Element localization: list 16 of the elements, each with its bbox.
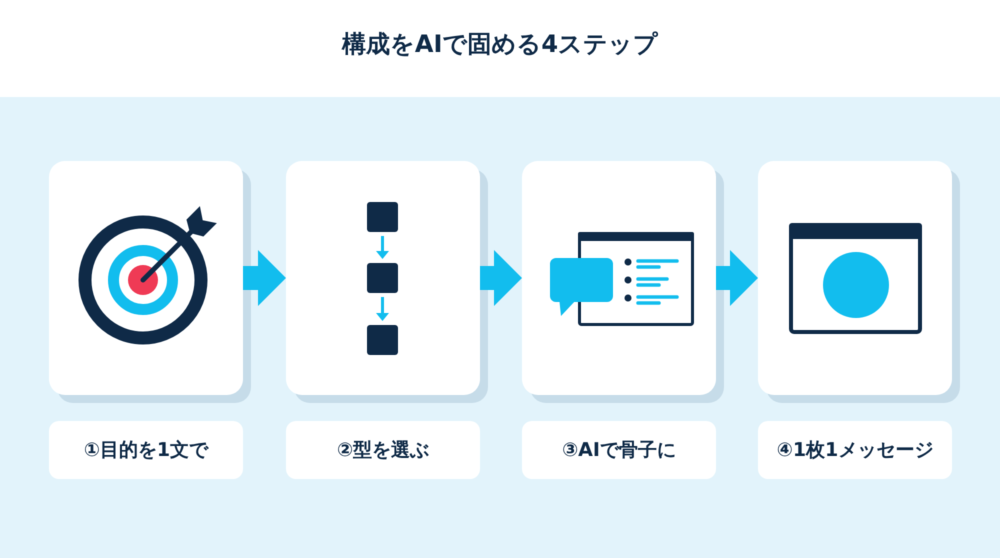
arrow xyxy=(243,250,286,306)
step-label: ②型を選ぶ xyxy=(336,438,430,463)
label-panel xyxy=(522,421,716,479)
picture-card xyxy=(758,161,952,395)
arrow xyxy=(716,250,758,306)
picture-card xyxy=(49,161,243,395)
picture-card xyxy=(286,161,480,395)
step-label: ④1枚1メッセージ xyxy=(776,438,934,463)
picture-card xyxy=(522,161,716,395)
diagram-title: 構成をAIで固める4ステップ xyxy=(342,29,658,60)
arrow xyxy=(480,250,522,306)
label-panel xyxy=(286,421,480,479)
label-panel xyxy=(758,421,952,479)
step-label: ①目的を1文で xyxy=(84,438,208,463)
label-panel xyxy=(49,421,243,479)
step-label: ③AIで骨子に xyxy=(562,438,676,463)
